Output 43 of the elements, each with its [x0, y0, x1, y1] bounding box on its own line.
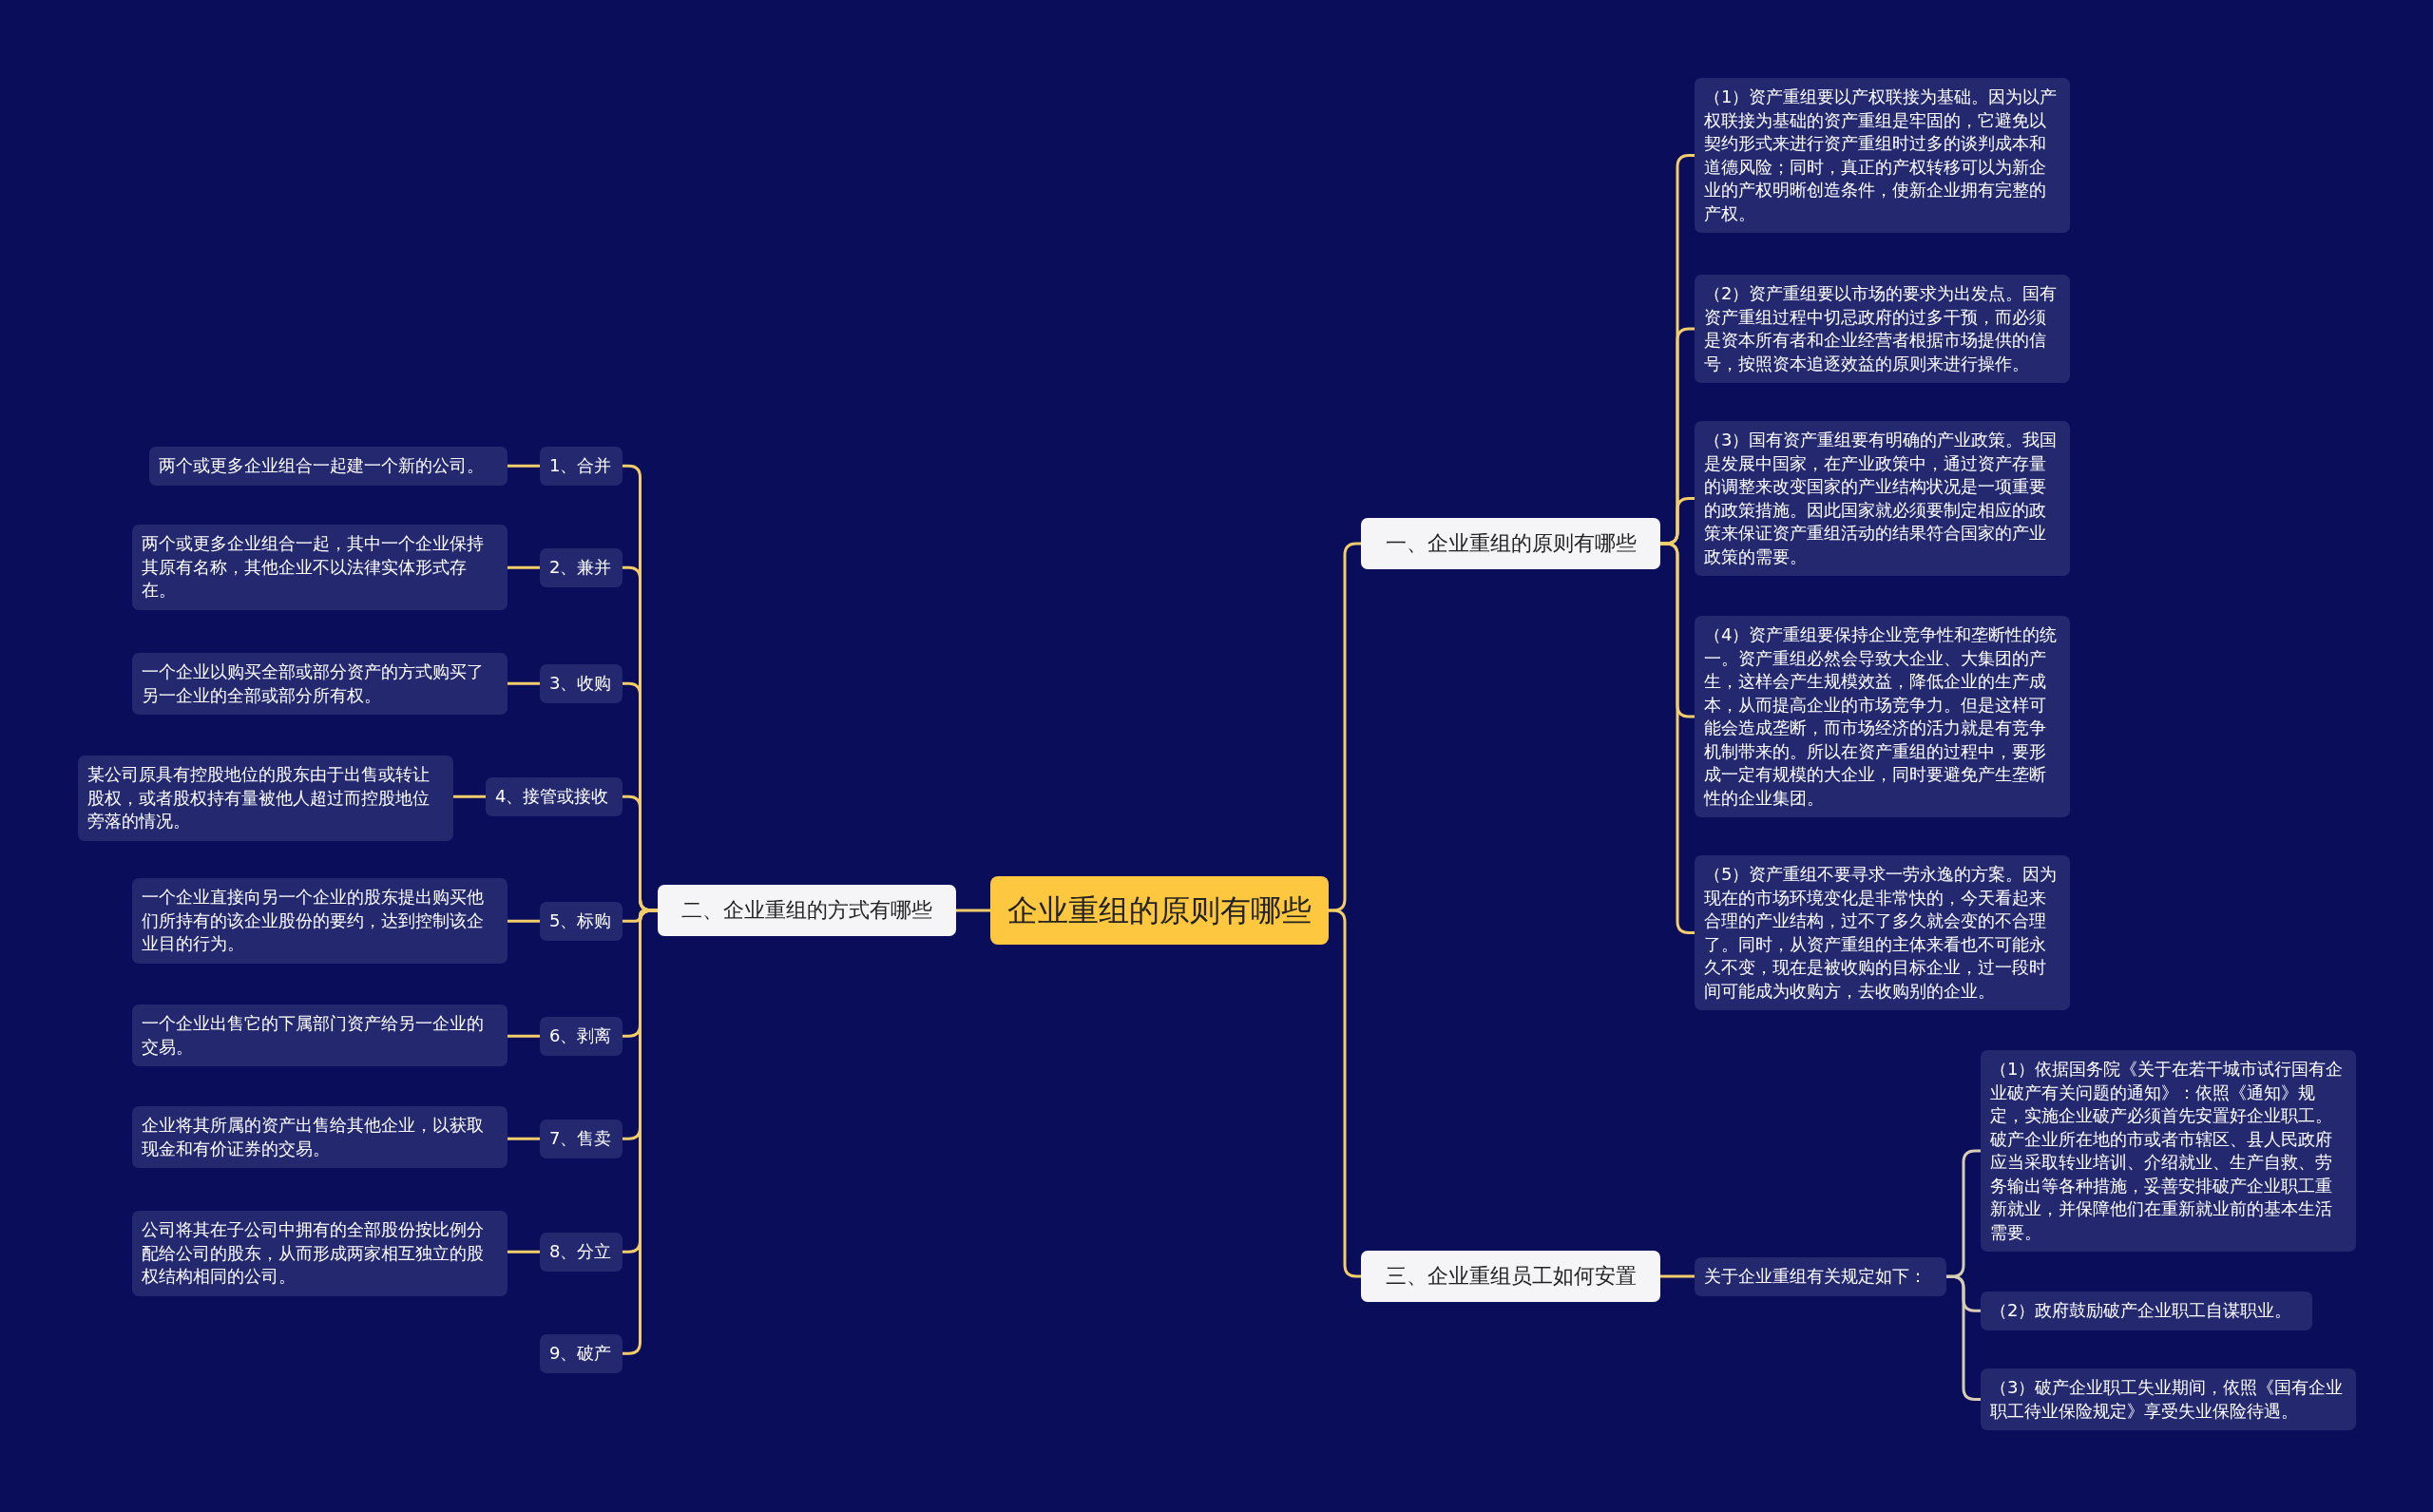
subtopic-box: （1）资产重组要以产权联接为基础。因为以产权联接为基础的资产重组是牢固的，它避免以契约形式来进行资产重组时过多的谈判成本和道德风险；同时，真正的产权转移可以为新企业的产权明晰创造条件，使新企业拥有完整的产权。	[1695, 78, 2070, 233]
branch-topic-box: 一、企业重组的原则有哪些	[1361, 518, 1660, 569]
subtopic-box: 5、标购	[540, 902, 623, 941]
subtopic-box: 8、分立	[540, 1233, 623, 1272]
subtopic-box: 某公司原具有控股地位的股东由于出售或转让股权，或者股权持有量被他人超过而控股地位旁落的情况。	[78, 756, 453, 841]
subtopic-box: 一个企业出售它的下属部门资产给另一企业的交易。	[132, 1005, 508, 1066]
connector-line	[623, 909, 658, 1355]
connector-line	[508, 464, 540, 468]
connector-line	[453, 794, 486, 798]
connector-line	[508, 1034, 540, 1038]
branch-topic-box: 二、企业重组的方式有哪些	[658, 885, 956, 936]
connector-line	[508, 681, 540, 685]
central-topic-box: 企业重组的原则有哪些	[990, 876, 1329, 945]
subtopic-box: （4）资产重组要保持企业竞争性和垄断性的统一。资产重组必然会导致大企业、大集团的产生，这样会产生规模效益，降低企业的生产成本，从而提高企业的市场竞争力。但是这样可能会造成垄断，而市场经济的活力就是有竞争机制带来的。所以在资产重组的过程中，要形成一定有规模的大企业，同时要避免产生垄断性的企业集团。	[1695, 616, 2070, 817]
subtopic-box: 关于企业重组有关规定如下：	[1695, 1257, 1946, 1296]
subtopic-box: 9、破产	[540, 1334, 623, 1373]
subtopic-box: 一个企业直接向另一个企业的股东提出购买他们所持有的该企业股份的要约，达到控制该企业目的行为。	[132, 878, 508, 964]
connector-line	[1946, 1274, 1981, 1401]
subtopic-box: （5）资产重组不要寻求一劳永逸的方案。因为现在的市场环境变化是非常快的，今天看起来合理的产业结构，过不了多久就会变的不合理了。同时，从资产重组的主体来看也不可能永久不变，现在是被收购的目标企业，过一段时间可能成为收购方，去收购别的企业。	[1695, 855, 2070, 1010]
connector-line	[956, 909, 990, 912]
subtopic-box: 3、收购	[540, 664, 623, 703]
subtopic-box: 6、剥离	[540, 1017, 623, 1056]
subtopic-box: （2）资产重组要以市场的要求为出发点。国有资产重组过程中切忌政府的过多干预，而必须是资本所有者和企业经营者根据市场提供的信号，按照资本追逐效益的原则来进行操作。	[1695, 275, 2070, 383]
branch-topic-box: 三、企业重组员工如何安置	[1361, 1251, 1660, 1302]
subtopic-box: （3）破产企业职工失业期间，依照《国有企业职工待业保险规定》享受失业保险待遇。	[1981, 1368, 2356, 1430]
subtopic-box: 一个企业以购买全部或部分资产的方式购买了另一企业的全部或部分所有权。	[132, 653, 508, 715]
connector-line	[508, 1250, 540, 1254]
subtopic-box: 7、售卖	[540, 1120, 623, 1158]
connector-line	[1660, 542, 1695, 934]
subtopic-box: （1）依据国务院《关于在若干城市试行国有企业破产有关问题的通知》：依照《通知》规定，实施企业破产必须首先安置好企业职工。破产企业所在地的市或者市辖区、县人民政府应当采取转业培训、介绍就业、生产自救、劳务输出等各种措施，妥善安排破产企业职工重新就业，并保障他们在重新就业前的基本生活需要。	[1981, 1050, 2356, 1252]
subtopic-box: （3）国有资产重组要有明确的产业政策。我国是发展中国家，在产业政策中，通过资产存量的调整来改变国家的产业结构状况是一项重要的政策措施。因此国家就必须要制定相应的政策来保证资产重组活动的结果符合国家的产业政策的需要。	[1695, 421, 2070, 576]
subtopic-box: 2、兼并	[540, 548, 623, 587]
connector-line	[1660, 1274, 1695, 1278]
subtopic-box: 公司将其在子公司中拥有的全部股份按比例分配给公司的股东，从而形成两家相互独立的股权结构相同的公司。	[132, 1211, 508, 1296]
subtopic-box: 两个或更多企业组合一起，其中一个企业保持其原有名称，其他企业不以法律实体形式存在。	[132, 525, 508, 610]
subtopic-box: 两个或更多企业组合一起建一个新的公司。	[149, 447, 508, 486]
subtopic-box: 4、接管或接收	[486, 777, 623, 816]
subtopic-box: （2）政府鼓励破产企业职工自谋职业。	[1981, 1292, 2312, 1330]
subtopic-box: 企业将其所属的资产出售给其他企业，以获取现金和有价证券的交易。	[132, 1106, 508, 1168]
connector-line	[508, 1137, 540, 1140]
subtopic-box: 1、合并	[540, 447, 623, 486]
connector-line	[508, 565, 540, 569]
connector-line	[508, 919, 540, 923]
